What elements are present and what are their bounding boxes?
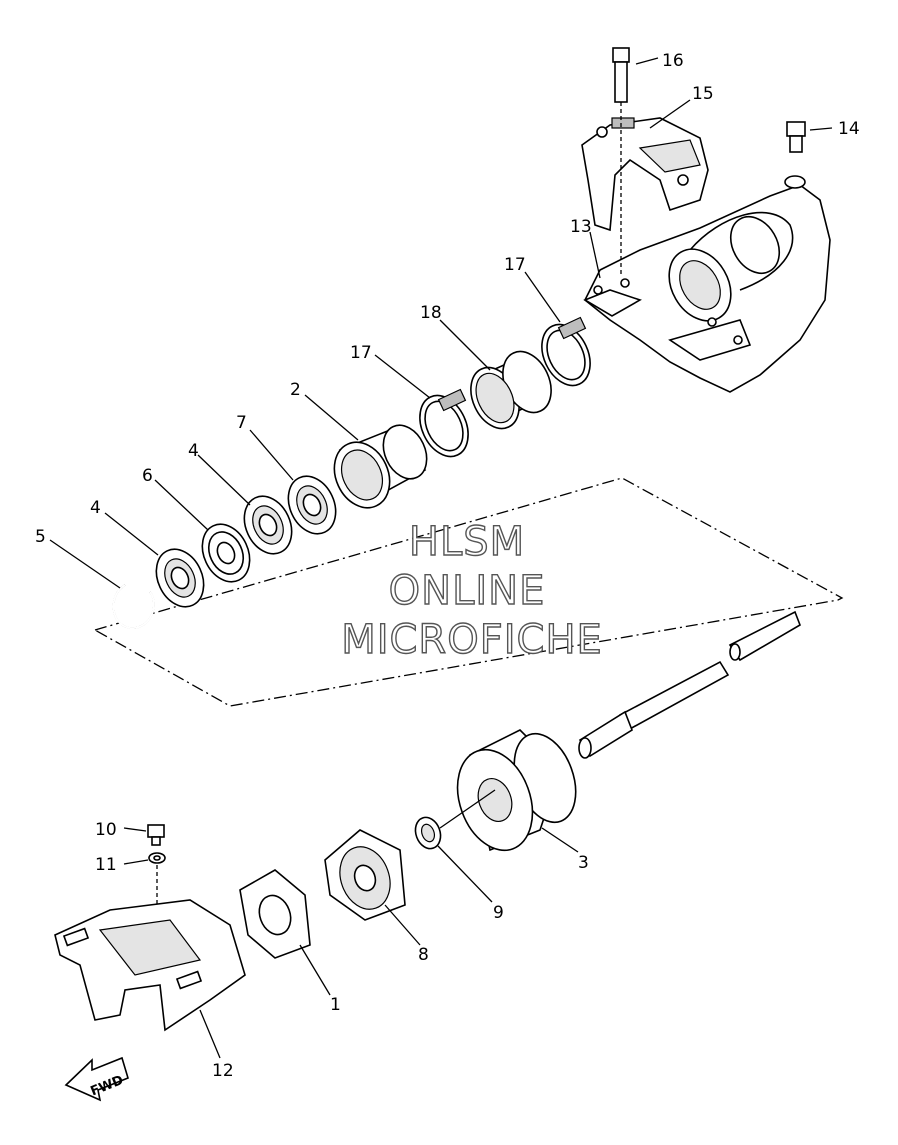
callout-12: 12 xyxy=(212,1061,234,1081)
watermark: HLSM ONLINE MICROFICHE xyxy=(340,518,603,663)
callout-6: 6 xyxy=(142,466,153,486)
washer-9 xyxy=(414,816,442,850)
callout-10: 10 xyxy=(95,820,117,840)
coupler-8 xyxy=(324,829,406,921)
bolt-10 xyxy=(147,824,165,846)
hose-18 xyxy=(470,350,552,430)
bearing-6 xyxy=(201,523,251,583)
sleeve-2 xyxy=(333,424,428,509)
callout-9: 9 xyxy=(493,903,504,923)
damper-1 xyxy=(239,869,311,959)
drive-shaft xyxy=(578,610,801,759)
callout-numbers: 16 15 14 13 17 18 17 2 7 4 6 4 5 3 9 8 1… xyxy=(35,51,860,1081)
clamp-bracket xyxy=(581,117,709,232)
callout-1: 1 xyxy=(330,995,341,1015)
impeller-housing-3 xyxy=(456,729,577,852)
callout-17-upper: 17 xyxy=(504,255,526,275)
forward-arrow: FWD xyxy=(64,1056,129,1102)
callout-3: 3 xyxy=(578,853,589,873)
leader-lines xyxy=(49,57,833,1059)
callout-7: 7 xyxy=(236,413,247,433)
cover-12 xyxy=(54,899,246,1032)
callout-16: 16 xyxy=(662,51,684,71)
washer-11 xyxy=(148,852,166,905)
bolt-14 xyxy=(786,121,806,153)
callout-15: 15 xyxy=(692,84,714,104)
watermark-line-3: MICROFICHE xyxy=(341,617,603,663)
bearing-7 xyxy=(287,475,337,535)
watermark-line-2: ONLINE xyxy=(389,568,546,614)
callout-4-lower: 4 xyxy=(90,498,101,518)
callout-5: 5 xyxy=(35,527,46,547)
callout-11: 11 xyxy=(95,855,117,875)
assembly-outline xyxy=(94,477,844,707)
callout-4-upper: 4 xyxy=(188,441,199,461)
watermark-line-1: HLSM xyxy=(409,519,525,565)
hose-clamp-upper xyxy=(541,316,591,387)
callout-18: 18 xyxy=(420,303,442,323)
callout-8: 8 xyxy=(418,945,429,965)
circlip-5 xyxy=(112,584,155,630)
callout-14: 14 xyxy=(838,119,860,139)
hose-clamp-lower xyxy=(419,388,469,458)
callout-2: 2 xyxy=(290,380,301,400)
bearing-4-upper xyxy=(243,495,293,555)
callout-13: 13 xyxy=(570,217,592,237)
bolt-16 xyxy=(612,47,630,275)
duct-housing xyxy=(583,175,831,393)
callout-17-lower: 17 xyxy=(350,343,372,363)
bearing-4-lower xyxy=(155,548,205,608)
